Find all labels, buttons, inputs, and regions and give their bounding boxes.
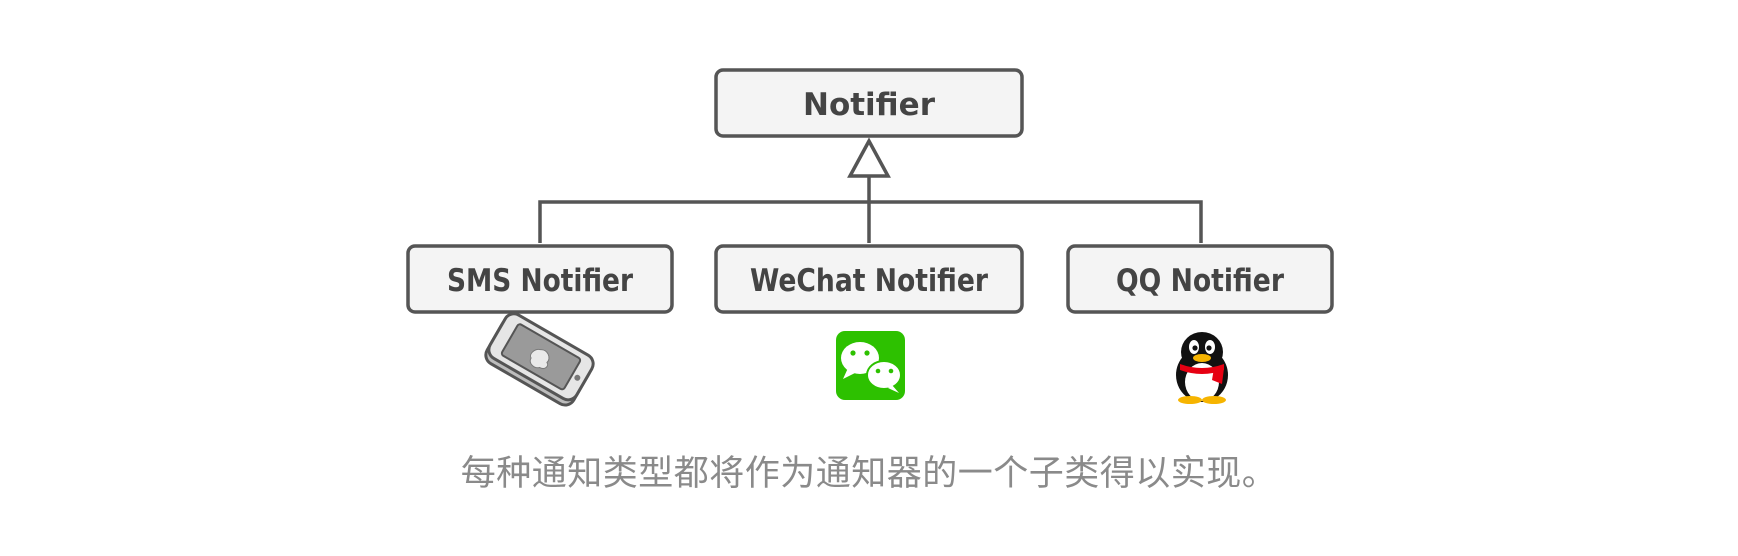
class-box-qq-notifier: QQ Notifier [1066,244,1334,314]
qq-penguin-icon [1176,332,1228,404]
wechat-icon [836,331,905,400]
class-label-notifier: Notifier [803,87,936,123]
class-label-wechat-notifier: WeChat Notifier [750,263,989,299]
diagram-caption: 每种通知类型都将作为通知器的一个子类得以实现。 [460,454,1278,494]
phone-icon [484,312,595,407]
class-label-qq-notifier: QQ Notifier [1116,263,1285,299]
class-box-notifier: Notifier [714,68,1024,138]
inheritance-arrow-icon [847,137,891,178]
class-box-sms-notifier: SMS Notifier [406,244,674,314]
connector-bus [538,200,1203,243]
class-label-sms-notifier: SMS Notifier [447,263,634,299]
inheritance-connectors [538,176,1203,243]
class-box-wechat-notifier: WeChat Notifier [714,244,1024,314]
